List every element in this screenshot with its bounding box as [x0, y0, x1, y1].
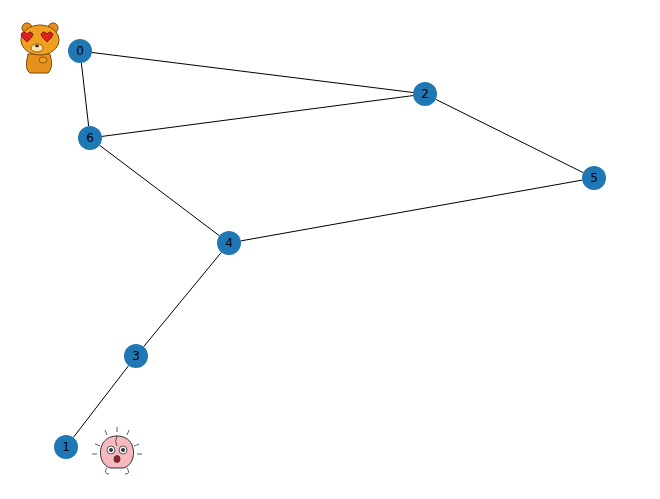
- graph-node: 4: [217, 231, 241, 255]
- graph-edge: [92, 52, 413, 92]
- node-label: 1: [62, 441, 70, 453]
- node-label: 3: [132, 350, 140, 362]
- bear-icon: [21, 23, 59, 73]
- peach-icon: [92, 427, 142, 474]
- graph-node: 1: [54, 435, 78, 459]
- node-label: 2: [421, 88, 429, 100]
- graph-edge: [241, 180, 582, 241]
- graph-node: 5: [582, 166, 606, 190]
- graph-node: 6: [78, 126, 102, 150]
- graph-node: 3: [124, 344, 148, 368]
- node-label: 4: [225, 237, 233, 249]
- graph-edge: [100, 145, 220, 236]
- graph-node: 2: [413, 82, 437, 106]
- node-label: 6: [86, 132, 94, 144]
- graph-edge: [73, 366, 128, 438]
- graph-edge: [102, 96, 413, 137]
- node-label: 0: [76, 45, 84, 57]
- node-label: 5: [590, 172, 598, 184]
- graph-node: 0: [68, 39, 92, 63]
- graph-edge: [144, 252, 222, 346]
- graph-edge: [81, 63, 88, 126]
- graph-edge: [436, 99, 584, 172]
